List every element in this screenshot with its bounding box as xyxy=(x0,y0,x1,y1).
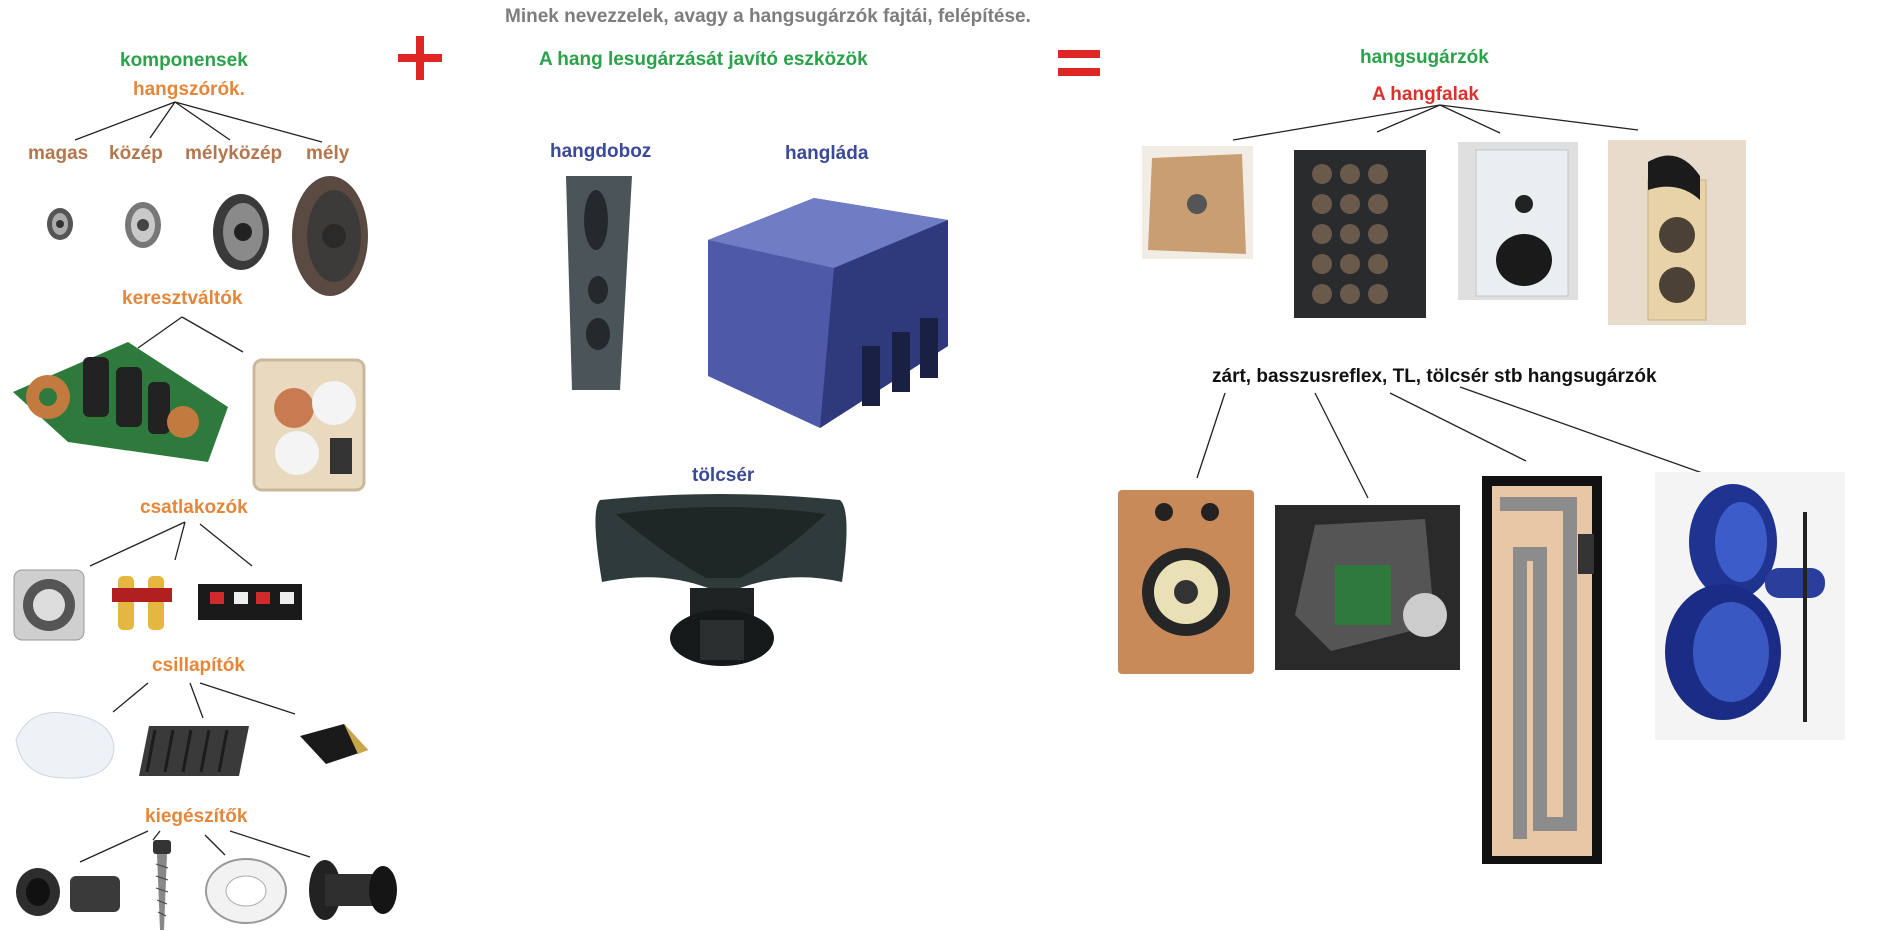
foam-panel-image xyxy=(139,726,249,776)
driver-label-mid: közép xyxy=(109,143,163,164)
midbass-image xyxy=(213,194,269,270)
dampers-title: csillapítók xyxy=(152,655,245,676)
page-title: Minek nevezzelek, avagy a hangsugárzók f… xyxy=(505,6,1031,27)
port-insert-image xyxy=(16,868,120,916)
glass-baffle-speaker-image xyxy=(1458,142,1578,300)
crate-label: hangláda xyxy=(785,143,869,164)
crossover-box-image xyxy=(252,358,366,492)
accessories-title: kiegészítők xyxy=(145,806,248,827)
screw-image xyxy=(153,840,171,930)
bass-port-tube-image xyxy=(309,860,397,920)
array-speaker-image xyxy=(1294,150,1426,318)
crossovers-title: keresztváltók xyxy=(122,288,243,309)
subwoofer-crate-image xyxy=(708,198,948,428)
gasket-tape-image xyxy=(205,858,287,924)
loudspeakers-heading: hangsugárzók xyxy=(1360,47,1489,68)
connectors-title: csatlakozók xyxy=(140,497,248,518)
driver-label-woofer: mély xyxy=(306,143,350,164)
horn-speaker-image xyxy=(1655,472,1845,740)
speaker-cabinets-heading: A hangfalak xyxy=(1372,84,1479,105)
midrange-image xyxy=(125,202,161,248)
box-label: hangdoboz xyxy=(550,141,652,162)
damping-sheet-image xyxy=(300,724,368,764)
horn-image xyxy=(595,494,847,666)
woofer-image xyxy=(292,176,368,296)
binding-posts-image xyxy=(112,576,172,630)
drivers-title: hangszórók. xyxy=(133,79,245,100)
wooden-frame-speaker-image xyxy=(1608,140,1746,325)
tweeter-image xyxy=(47,208,73,240)
speaker-types-label: zárt, basszusreflex, TL, tölcsér stb han… xyxy=(1212,366,1657,387)
bass-reflex-cutaway-image xyxy=(1275,505,1460,670)
spring-terminal-image xyxy=(198,584,302,620)
horn-label: tölcsér xyxy=(692,465,755,486)
crossover-board-image xyxy=(13,342,228,462)
radiation-devices-heading: A hang lesugárzását javító eszközök xyxy=(539,49,868,70)
transmission-line-image xyxy=(1482,476,1602,864)
open-baffle-image xyxy=(1142,146,1253,259)
damping-wool-image xyxy=(15,712,115,779)
closed-bookshelf-speaker-image xyxy=(1118,490,1254,674)
tower-cabinet-image xyxy=(566,176,632,390)
components-heading: komponensek xyxy=(120,50,248,71)
driver-label-tweeter: magas xyxy=(28,143,89,164)
driver-label-midbass: mélyközép xyxy=(185,143,283,164)
speakon-connector-image xyxy=(13,569,85,641)
